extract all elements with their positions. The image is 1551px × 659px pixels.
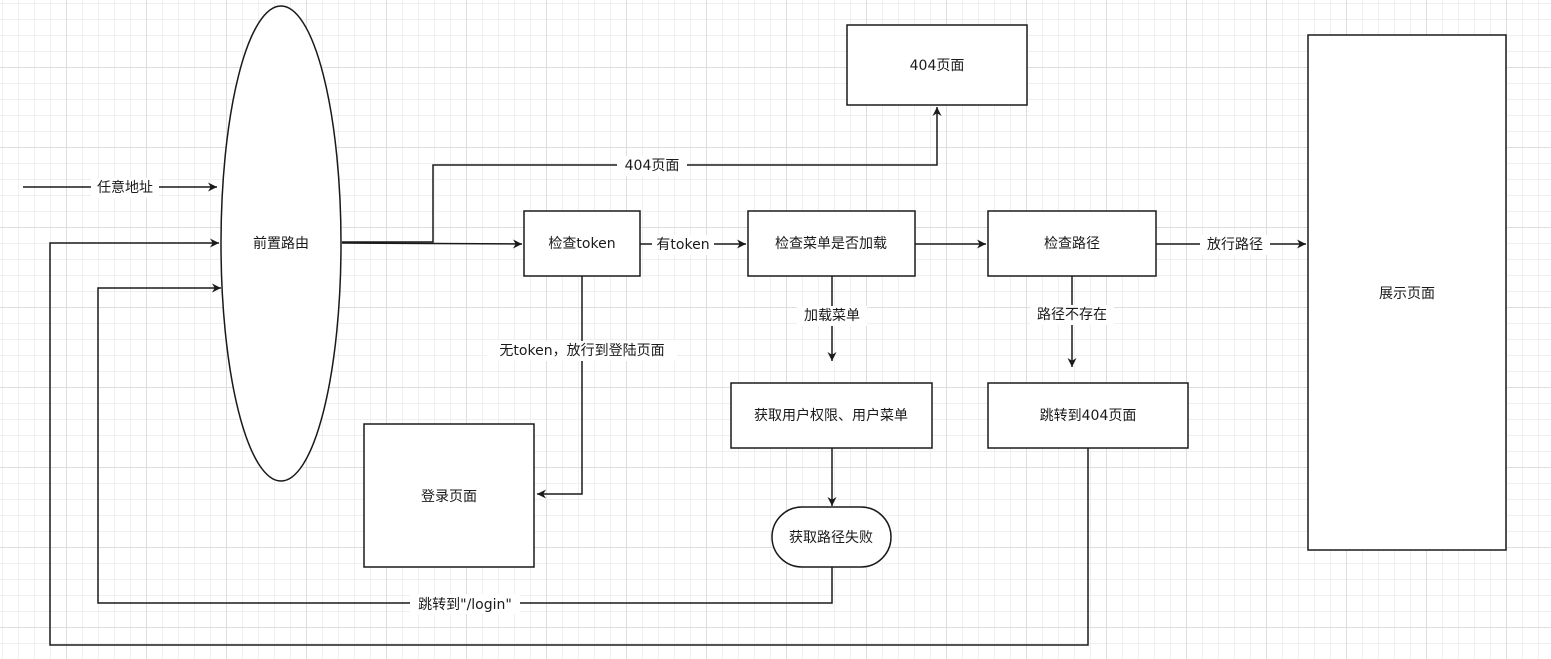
- get-path-fail-node[interactable]: 获取路径失败: [771, 506, 892, 568]
- edge-label-goto-login: 跳转到"/login": [410, 594, 520, 614]
- check-menu-node[interactable]: 检查菜单是否加载: [747, 210, 916, 277]
- router-label: 前置路由: [253, 235, 309, 252]
- has-token-text: 有token: [656, 237, 709, 253]
- load-menu-text: 加载菜单: [804, 308, 860, 324]
- check-path-node[interactable]: 检查路径: [987, 210, 1157, 277]
- to-404-text: 404页面: [625, 158, 680, 174]
- edge-router-to-check-token: [341, 239, 523, 249]
- get-permission-label: 获取用户权限、用户菜单: [754, 407, 908, 424]
- path-not-exist-text: 路径不存在: [1037, 307, 1107, 323]
- any-address-text: 任意地址: [97, 179, 153, 196]
- login-page-node[interactable]: 登录页面: [363, 423, 535, 568]
- goto-404-label: 跳转到404页面: [1040, 408, 1137, 424]
- edge-label-no-token: 无token，放行到登陆页面: [487, 341, 677, 361]
- check-token-label: 检查token: [548, 236, 615, 252]
- goto-login-text: 跳转到"/login": [418, 597, 512, 613]
- check-path-label: 检查路径: [1044, 236, 1100, 252]
- edge-goto-404-back: [49, 238, 1089, 646]
- edge-label-allow-path: 放行路径: [1200, 235, 1270, 255]
- show-page-label: 展示页面: [1379, 286, 1435, 302]
- edge-goto-login: [97, 283, 833, 604]
- show-page-node[interactable]: 展示页面: [1307, 34, 1507, 551]
- edge-label-any-address: 任意地址: [91, 178, 159, 198]
- no-token-text: 无token，放行到登陆页面: [499, 343, 664, 359]
- edge-label-path-not-exist: 路径不存在: [1030, 305, 1114, 325]
- edge-label-has-token: 有token: [652, 235, 714, 255]
- edge-no-token: [537, 276, 583, 499]
- get-path-fail-label: 获取路径失败: [789, 530, 873, 546]
- goto-404-node[interactable]: 跳转到404页面: [987, 382, 1189, 449]
- page-404-label: 404页面: [910, 58, 965, 74]
- check-token-node[interactable]: 检查token: [523, 210, 641, 277]
- check-menu-label: 检查菜单是否加载: [775, 236, 887, 252]
- allow-path-text: 放行路径: [1207, 237, 1263, 253]
- edge-router-to-404: [342, 107, 942, 243]
- get-permission-node[interactable]: 获取用户权限、用户菜单: [730, 382, 933, 449]
- edge-label-to-404: 404页面: [617, 156, 687, 176]
- edge-label-load-menu: 加载菜单: [797, 306, 867, 326]
- router-node[interactable]: 前置路由: [220, 5, 342, 482]
- page-404-node[interactable]: 404页面: [846, 24, 1028, 106]
- login-page-label: 登录页面: [421, 489, 477, 505]
